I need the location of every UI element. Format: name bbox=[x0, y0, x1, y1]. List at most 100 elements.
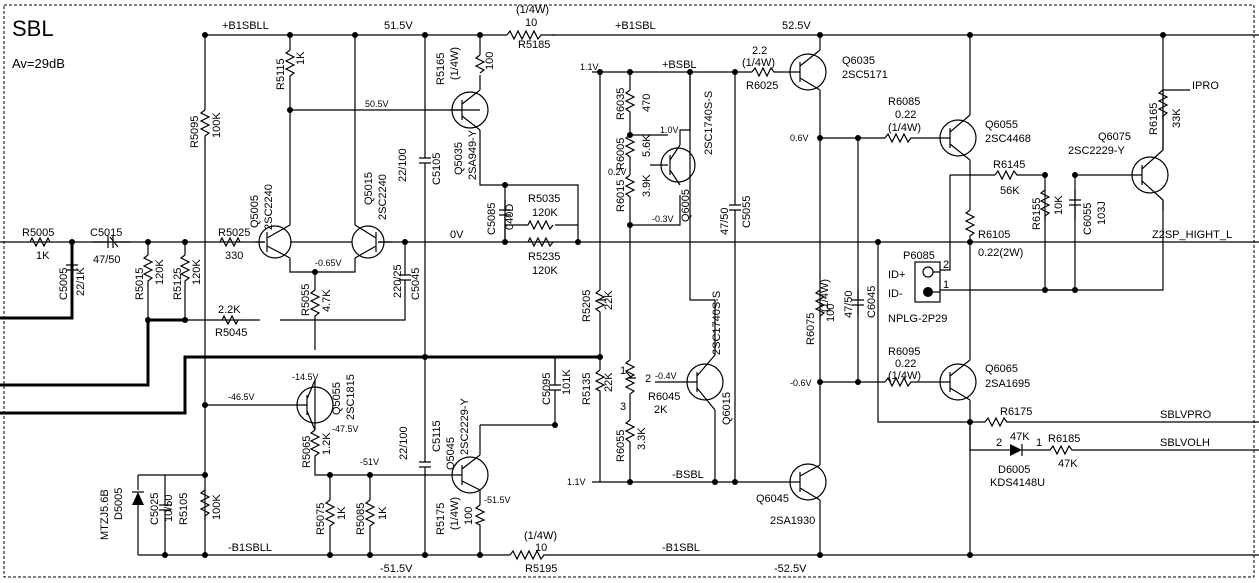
pin-2-icon bbox=[922, 266, 934, 278]
c5085v-label: 040D bbox=[504, 204, 516, 230]
r6185v-label: 47K bbox=[1058, 458, 1078, 470]
r5005-label: R5005 bbox=[22, 227, 54, 239]
junctions bbox=[69, 32, 1166, 558]
r5165-label: R5165 bbox=[435, 53, 447, 85]
r5035v-label: 120K bbox=[532, 207, 558, 219]
gain-label: Av=29dB bbox=[12, 56, 65, 71]
v11b-label: 1.1V bbox=[567, 477, 586, 487]
c5085-label: C5085 bbox=[486, 203, 498, 235]
r6155v-label: 10K bbox=[1053, 195, 1065, 215]
r5175v-label: 100 bbox=[463, 507, 475, 525]
q5045-transistor-icon bbox=[440, 425, 489, 494]
c5045-label: C5045 bbox=[410, 268, 422, 300]
q5005-transistor-icon bbox=[255, 224, 292, 259]
r5205v-label: 22K bbox=[603, 290, 615, 310]
diodes bbox=[132, 444, 1030, 555]
q5055-transistor-icon bbox=[205, 379, 334, 431]
pot-wiper-arrow bbox=[625, 371, 636, 379]
r6175v-label: 47K bbox=[1010, 431, 1030, 443]
q6045-label: Q6045 bbox=[756, 493, 789, 505]
q6075t-label: 2SC2229-Y bbox=[1068, 145, 1126, 157]
r5115v-label: 1K bbox=[295, 51, 307, 65]
r5055v-label: 4.7K bbox=[321, 289, 333, 312]
d5005-label: D5005 bbox=[113, 488, 125, 520]
r6085v-label: 0.22 bbox=[895, 109, 916, 121]
r6045v-label: 2K bbox=[654, 404, 668, 416]
nbsbl-label: -BSBL bbox=[672, 469, 704, 481]
v10-label: 1.0V bbox=[660, 125, 679, 135]
z2sp-label: Z2SP_HIGHT_L bbox=[1152, 229, 1232, 241]
r6025s-label: (1/4W) bbox=[742, 57, 775, 69]
r5035-label: R5035 bbox=[528, 193, 560, 205]
d5005t-label: MTZJ5.6B bbox=[99, 489, 111, 540]
c5055v-label: 47/50 bbox=[719, 207, 731, 235]
vn525-label: -52.5V bbox=[774, 563, 807, 575]
r5025v-label: 330 bbox=[225, 250, 243, 262]
pin-1-icon bbox=[923, 287, 933, 297]
q6035-transistor-icon bbox=[789, 49, 827, 91]
nb1sbl-label: -B1SBL bbox=[662, 542, 700, 554]
q6015t-label: 2SC1740S-S bbox=[711, 291, 723, 355]
q5015t-label: 2SC2240 bbox=[377, 174, 389, 220]
r5235-label: R5235 bbox=[528, 251, 560, 263]
q6005-transistor-icon bbox=[650, 144, 696, 186]
p6085-label: P6085 bbox=[903, 250, 935, 262]
r5175-label: R5175 bbox=[435, 503, 447, 535]
r6035-label: R6035 bbox=[615, 88, 627, 120]
r5205-label: R5205 bbox=[581, 290, 593, 322]
q6075-transistor-icon bbox=[1130, 149, 1169, 201]
r5005v-label: 1K bbox=[36, 250, 50, 262]
q5035-transistor-icon bbox=[450, 89, 489, 131]
r6085s-label: (1/4W) bbox=[888, 122, 921, 134]
r5075v-label: 1K bbox=[336, 506, 348, 520]
r5105v-label: 100K bbox=[211, 494, 223, 520]
b1sbl-label: +B1SBL bbox=[615, 20, 656, 32]
r5045-label: R5045 bbox=[215, 327, 247, 339]
d6005t-label: KDS4148U bbox=[990, 477, 1045, 489]
r5095v-label: 100K bbox=[211, 112, 223, 138]
c5025v-label: 10/50 bbox=[163, 494, 175, 522]
v525-label: 52.5V bbox=[782, 20, 811, 32]
p1-label: 1 bbox=[943, 279, 949, 291]
r6165-label: R6165 bbox=[1148, 103, 1160, 135]
q5035-label: Q5035 bbox=[453, 142, 465, 175]
v515-label: 51.5V bbox=[384, 20, 413, 32]
c5095v-label: 101K bbox=[561, 369, 573, 395]
r6005v-label: 5.6K bbox=[641, 134, 653, 157]
r6005-label: R6005 bbox=[615, 138, 627, 170]
q5045t-label: 2SC2229-Y bbox=[459, 397, 471, 455]
pin1-label: 1 bbox=[620, 365, 626, 377]
r5045v-label: 2.2K bbox=[218, 304, 241, 316]
d6005-label: D6005 bbox=[998, 464, 1030, 476]
nb1sbll-label: -B1SBLL bbox=[228, 542, 272, 554]
r6075v-label: 100 bbox=[825, 304, 837, 322]
c5115v-label: 22/100 bbox=[398, 426, 410, 460]
c5025-label: C5025 bbox=[149, 493, 161, 525]
v065-label: -0.65V bbox=[315, 258, 342, 268]
r5015-label: R5015 bbox=[134, 268, 146, 300]
q5015-transistor-icon bbox=[351, 224, 392, 259]
q5005-label: Q5005 bbox=[249, 195, 261, 228]
sblvpro-label: SBLVPRO bbox=[1160, 409, 1212, 421]
r6095-label: R6095 bbox=[888, 346, 920, 358]
q5015-label: Q5015 bbox=[363, 172, 375, 205]
r5135v-label: 22K bbox=[603, 372, 615, 392]
r6175-label: R6175 bbox=[1000, 406, 1032, 418]
q5055t-label: 2SC1815 bbox=[345, 374, 357, 420]
r5185-label: R5185 bbox=[518, 39, 550, 51]
c5105-label: C5105 bbox=[431, 153, 443, 185]
c5115-label: C5115 bbox=[431, 420, 443, 452]
q5035t-label: 2SA949-Y bbox=[467, 129, 479, 180]
b1sbll-label: +B1SBLL bbox=[222, 20, 269, 32]
c6055-label: C6055 bbox=[1082, 203, 1094, 235]
q6065-transistor-icon bbox=[939, 359, 977, 401]
q5045-label: Q5045 bbox=[445, 437, 457, 470]
r6045-label: R6045 bbox=[648, 391, 680, 403]
v06-label: 0.6V bbox=[790, 133, 809, 143]
r5105-label: R5105 bbox=[178, 493, 190, 525]
r5135-label: R5135 bbox=[581, 373, 593, 405]
page-title: SBL bbox=[12, 16, 54, 41]
r6145v-label: 56K bbox=[1000, 185, 1020, 197]
r5195-label: R5195 bbox=[525, 563, 557, 575]
